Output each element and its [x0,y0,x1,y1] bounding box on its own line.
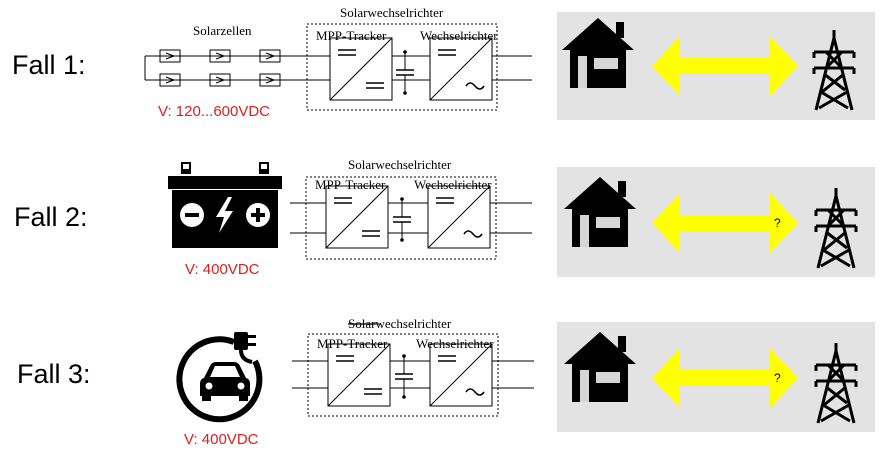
inverter-block [429,343,493,407]
case-3-label: Fall 3: [17,359,91,389]
battery-icon [168,162,282,248]
case-1-mpp-label: MPP-Tracker [316,28,387,43]
inverter-block [427,185,491,249]
house-icon [562,18,634,88]
mpp-tracker-block [327,343,391,407]
double-arrow-icon [652,36,798,96]
electric-car-icon [176,332,263,423]
inverter-title-suffix: wechselrichter [375,316,451,331]
solar-cell-array: Solarzellen [144,23,290,87]
dc-link-capacitor [395,49,415,96]
case-1-inverter-label: Wechselrichter [420,28,498,43]
mpp-tracker-block [329,37,393,101]
case-1-label: Fall 1: [12,50,86,80]
case-3-voltage: V: 400VDC [184,431,259,448]
mpp-tracker-block [325,185,389,249]
case-3-arrow-question-mark: ? [774,371,781,385]
house-icon [564,177,636,247]
case-2-inverter-title: Solarwechselrichter [348,157,452,172]
dc-link-capacitor [392,196,412,243]
power-pylon-icon [814,341,858,425]
solar-cells-label: Solarzellen [193,23,252,38]
case-1-inverter: Solarwechselrichter MPP-Tracker Wechselr… [290,5,532,111]
case-3-inverter: Solarwechselrichter MPP-Tracker Wechselr… [292,316,534,417]
case-2-mpp-label: MPP-Tracker [315,177,386,192]
case-2-voltage: V: 400VDC [185,261,260,278]
case-1-inverter-title: Solarwechselrichter [340,5,444,20]
house-icon [564,332,636,402]
case-1-voltage: V: 120...600VDC [158,103,271,120]
power-pylon-icon [814,186,858,270]
case-2-inverter: Solarwechselrichter MPP-Tracker Wechselr… [290,157,532,260]
power-pylon-icon [812,28,856,112]
case-2-label: Fall 2: [14,202,88,232]
inverter-block [429,37,493,101]
case-2-inverter-label: Wechselrichter [414,177,492,192]
case-2-arrow-question-mark: ? [774,216,781,230]
